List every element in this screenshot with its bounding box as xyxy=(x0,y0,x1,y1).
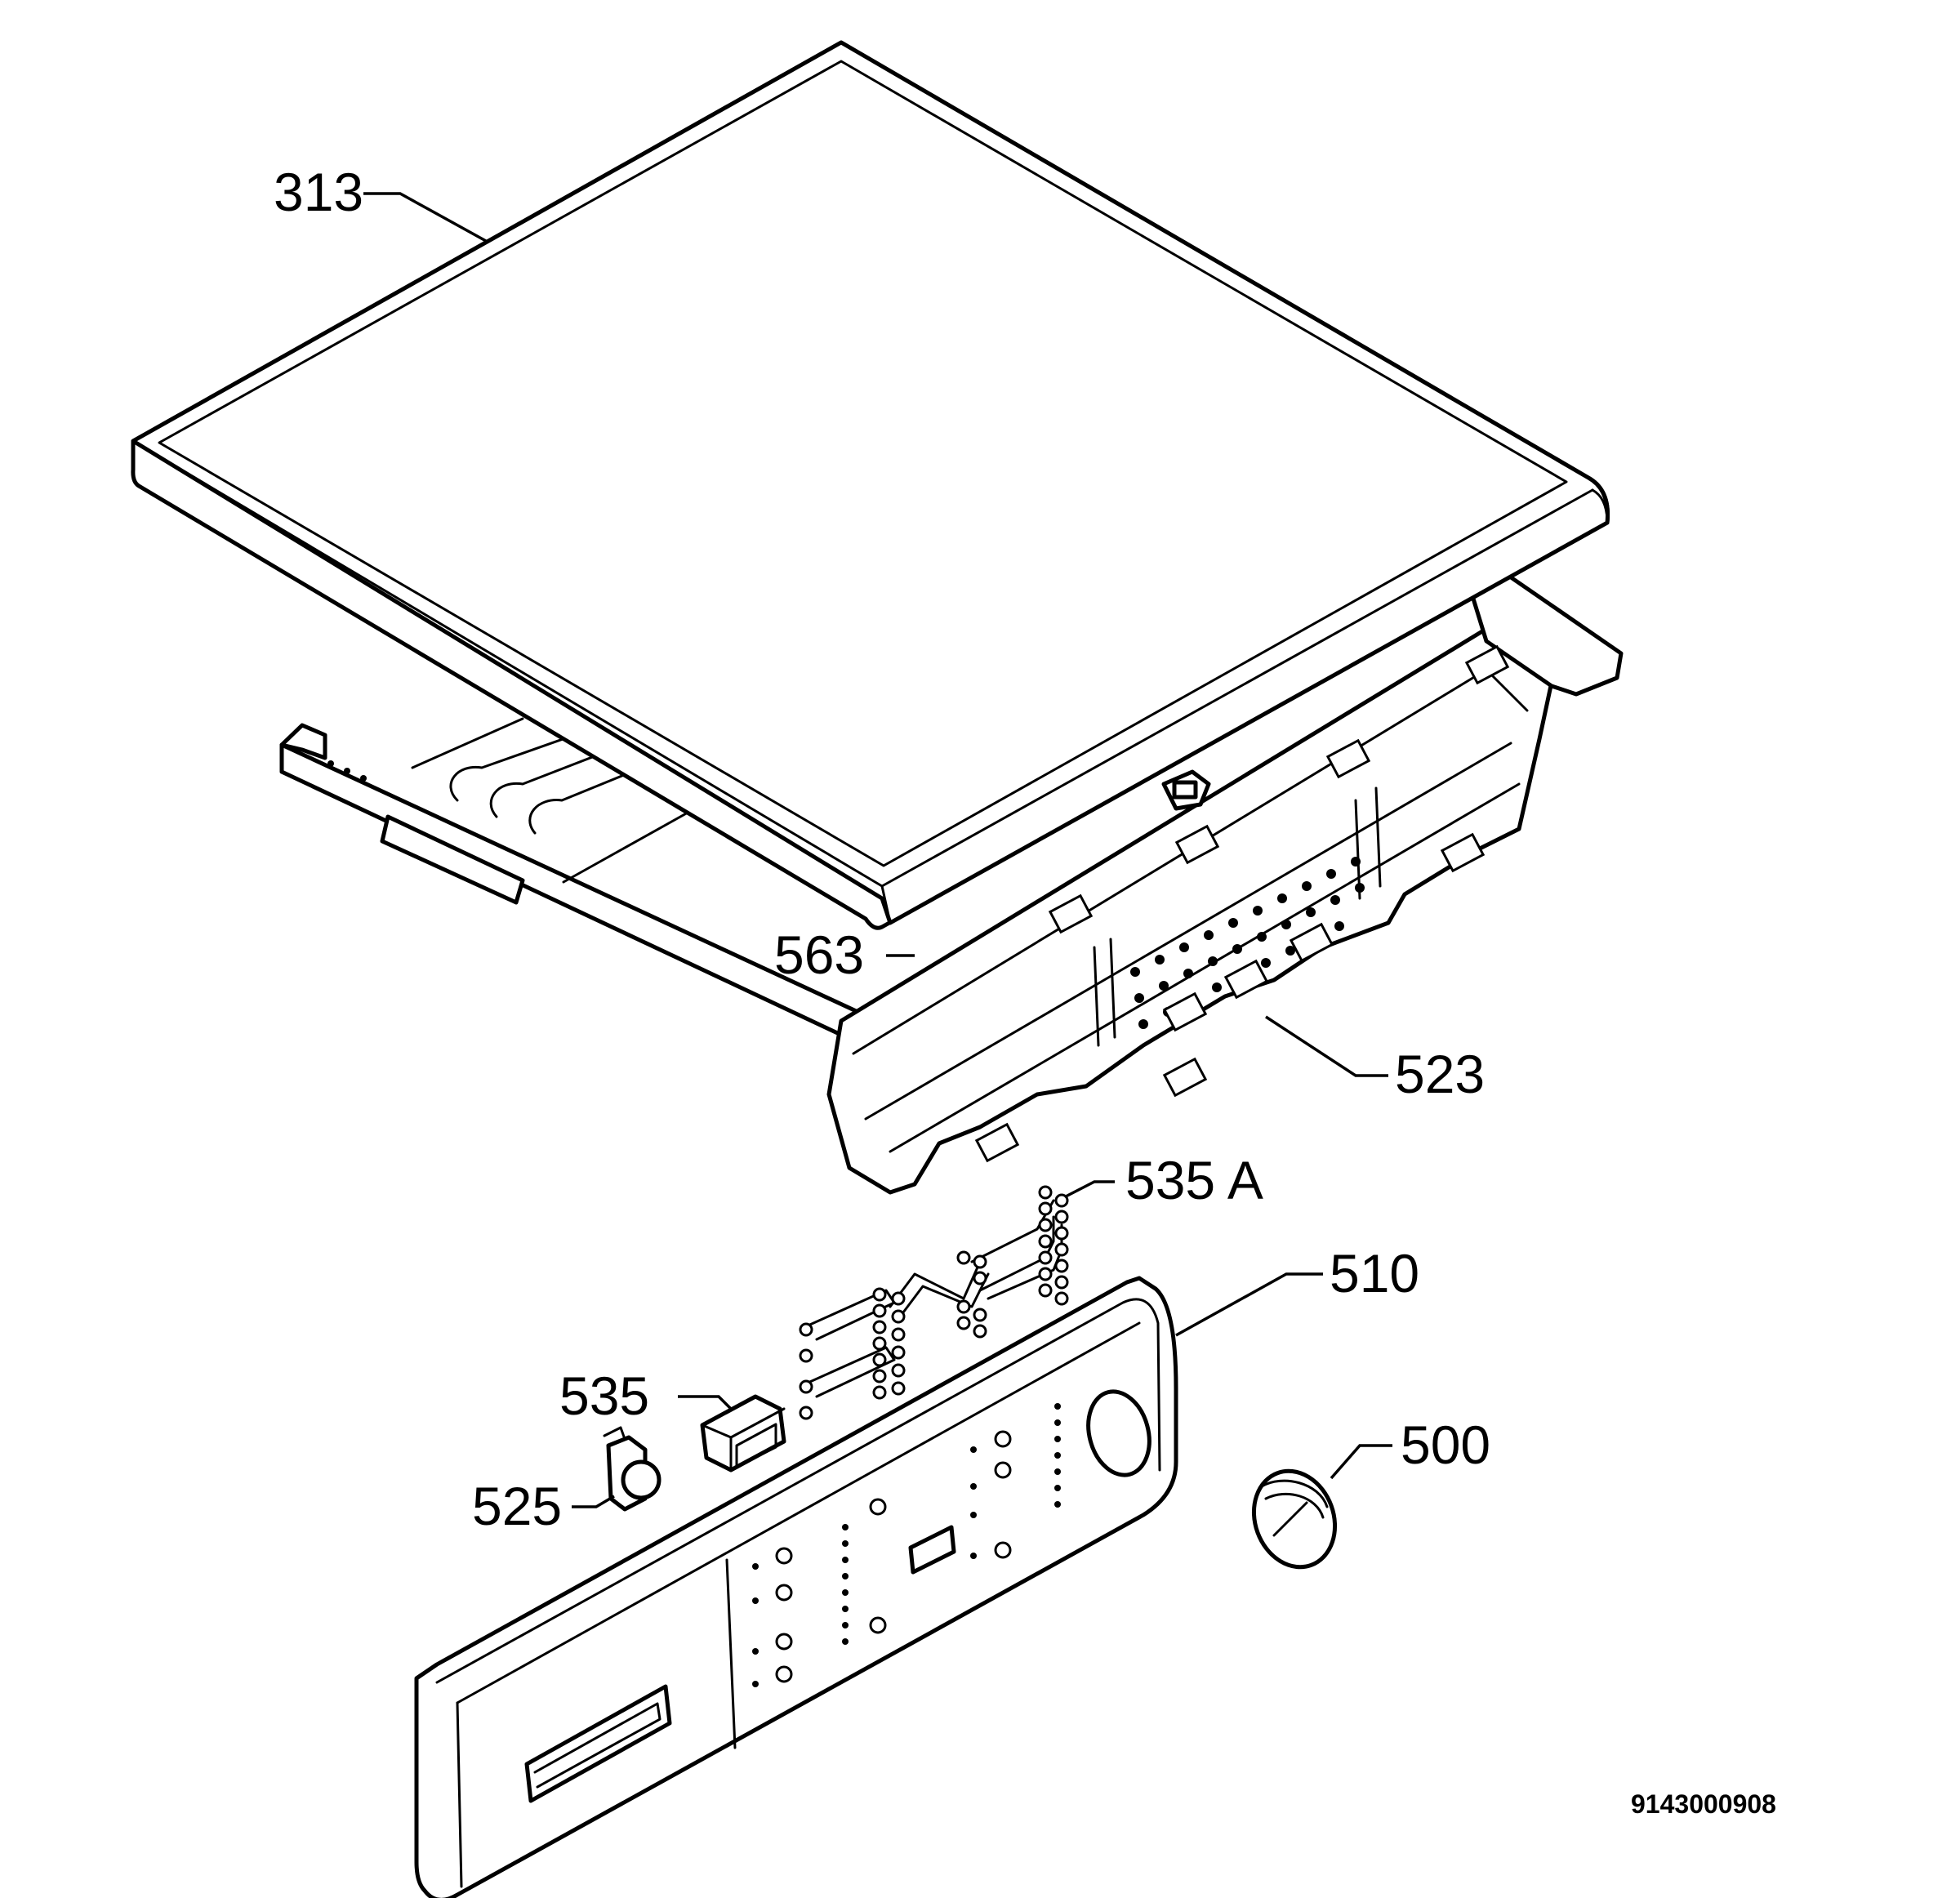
leader-lines xyxy=(363,192,1392,1508)
callout-313: 313 xyxy=(274,162,363,222)
display-module-535 xyxy=(700,1394,786,1473)
callout-523: 523 xyxy=(1395,1044,1485,1104)
callout-535: 535 xyxy=(559,1366,649,1426)
control-panel-fascia-510 xyxy=(414,1276,1178,1898)
push-switch-525 xyxy=(603,1426,662,1512)
worktop-cover-313 xyxy=(131,40,1610,930)
callout-510: 510 xyxy=(1330,1243,1419,1303)
clip-563 xyxy=(1161,769,1211,811)
control-knob-500 xyxy=(1251,1468,1338,1570)
wiring-harness-535a xyxy=(799,1185,1069,1420)
callout-535a: 535 A xyxy=(1125,1150,1263,1210)
callout-563: 563 xyxy=(774,924,864,985)
callout-525: 525 xyxy=(472,1476,562,1536)
drawing-number: 9143000908 xyxy=(1631,1789,1776,1819)
callout-500: 500 xyxy=(1401,1415,1490,1475)
panel-support-frame-523 xyxy=(279,569,1624,1195)
